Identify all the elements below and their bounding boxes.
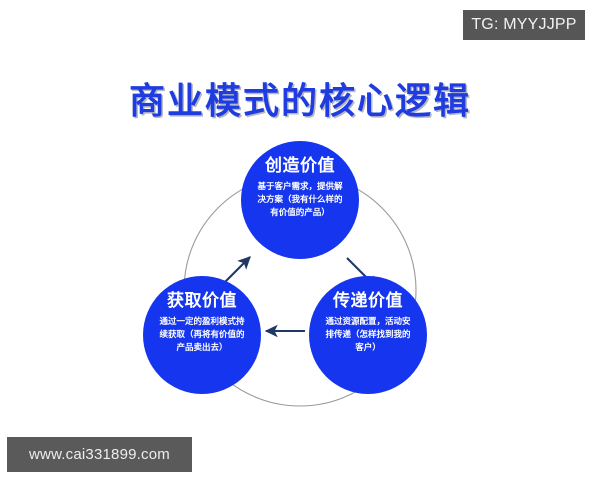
node-deliver-value[interactable]: 传递价值 通过资源配置，活动安排传递（怎样找到我的客户） (309, 276, 427, 394)
node-capture-value-desc: 通过一定的盈利模式持续获取（再将有价值的产品卖出去） (159, 316, 245, 354)
node-capture-value[interactable]: 获取价值 通过一定的盈利模式持续获取（再将有价值的产品卖出去） (143, 276, 261, 394)
node-deliver-value-desc: 通过资源配置，活动安排传递（怎样找到我的客户） (325, 316, 411, 354)
tg-watermark-badge: TG: MYYJJPP (463, 10, 585, 40)
node-create-value[interactable]: 创造价值 基于客户需求，提供解决方案（我有什么样的有价值的产品） (241, 141, 359, 259)
node-deliver-value-title: 传递价值 (333, 291, 403, 311)
site-watermark-label: www.cai331899.com (29, 446, 170, 463)
node-capture-value-title: 获取价值 (167, 291, 237, 311)
node-create-value-title: 创造价值 (265, 156, 335, 176)
site-watermark: www.cai331899.com (7, 437, 192, 472)
node-create-value-desc: 基于客户需求，提供解决方案（我有什么样的有价值的产品） (257, 181, 343, 219)
tg-watermark-label: TG: MYYJJPP (471, 16, 577, 33)
page-title: 商业模式的核心逻辑 (128, 81, 471, 122)
